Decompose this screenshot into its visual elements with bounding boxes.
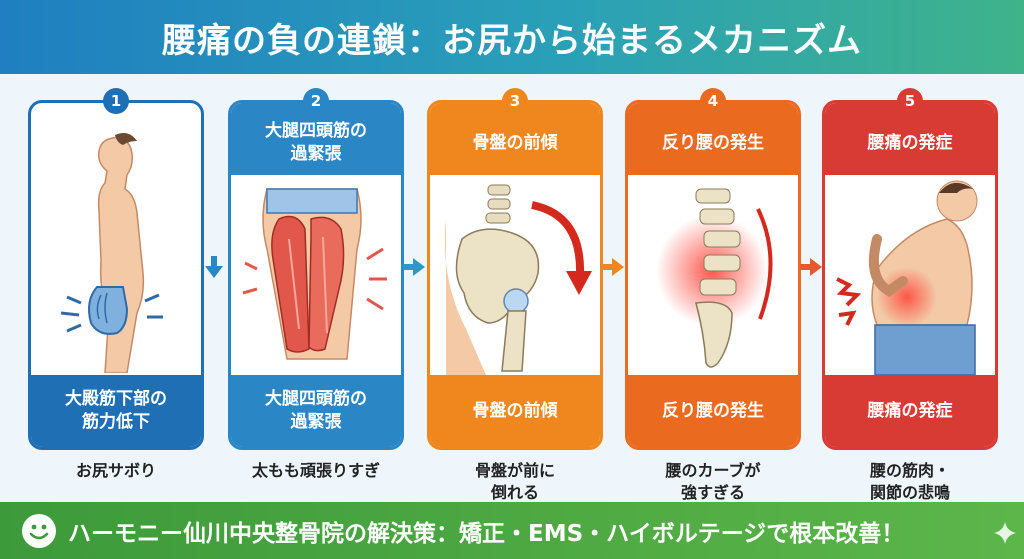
- standing-man-glute-icon: [60, 133, 163, 373]
- stage-5-bottom-label: 腰痛の発症: [825, 375, 995, 447]
- stage-3-card: 骨盤の前傾 骨盤の前傾: [427, 100, 603, 450]
- stage-4: 反り腰の発生 反り腰の発生 4: [625, 88, 801, 450]
- stage-2: 大腿四頭筋の 過緊張 大腿四頭筋の 過緊張 2: [228, 88, 404, 450]
- stage-5-number-badge: 5: [897, 88, 923, 114]
- stage-5-card: 腰痛の発症 腰痛の発症: [822, 100, 998, 450]
- smile-icon: [22, 513, 56, 548]
- stage-1-bottom-label: 大殿筋下部の 筋力低下: [31, 375, 201, 447]
- stage-2-number-badge: 2: [303, 88, 329, 114]
- stage-1: 大殿筋下部の 筋力低下 1: [28, 88, 204, 450]
- stage-3-number-badge: 3: [502, 88, 528, 114]
- arrow-right-icon: [602, 258, 624, 276]
- stage-2-caption: 太もも頑張りすぎ: [251, 461, 380, 480]
- stage-5-caption: 腰の筋肉・ 関節の悲鳴: [869, 461, 950, 502]
- page-title: 腰痛の負の連鎖：お尻から始まるメカニズム: [0, 0, 1024, 74]
- stage-1-caption: お尻サボり: [75, 461, 156, 480]
- thigh-muscle-icon: [242, 188, 387, 360]
- stage-4-card: 反り腰の発生 反り腰の発生: [625, 100, 801, 450]
- stage-2-top-label: 大腿四頭筋の 過緊張: [231, 103, 401, 175]
- stage-2-bottom-label: 大腿四頭筋の 過緊張: [231, 375, 401, 447]
- arrow-right-icon: [403, 258, 425, 276]
- back-pain-man-icon: [836, 180, 978, 375]
- stage-2-card: 大腿四頭筋の 過緊張 大腿四頭筋の 過緊張: [228, 100, 404, 450]
- arrow-down-icon: [205, 256, 223, 278]
- stage-4-top-label: 反り腰の発生: [628, 103, 798, 175]
- arrow-right-icon: [800, 258, 822, 276]
- sparkle-icon: [994, 522, 1016, 544]
- stage-5: 腰痛の発症 腰痛の発症 5: [822, 88, 998, 450]
- footer-text: ハーモニー仙川中央整骨院の解決策：矯正・EMS・ハイボルテージで根本改善！: [68, 520, 905, 547]
- footer-banner: ハーモニー仙川中央整骨院の解決策：矯正・EMS・ハイボルテージで根本改善！: [0, 502, 1024, 559]
- stage-1-card: 大殿筋下部の 筋力低下: [28, 100, 204, 450]
- stage-4-caption: 腰のカーブが 強すぎる: [665, 461, 761, 502]
- stage-3-caption: 骨盤が前に 倒れる: [474, 461, 555, 502]
- stage-3-top-label: 骨盤の前傾: [430, 103, 600, 175]
- stage-3: 骨盤の前傾 骨盤の前傾 3: [427, 88, 603, 450]
- stage-5-top-label: 腰痛の発症: [825, 103, 995, 175]
- pelvis-tilt-icon: [444, 184, 592, 375]
- stage-4-bottom-label: 反り腰の発生: [628, 375, 798, 447]
- stage-3-bottom-label: 骨盤の前傾: [430, 375, 600, 447]
- stage-4-number-badge: 4: [700, 88, 726, 114]
- stage-1-number-badge: 1: [103, 88, 129, 114]
- spine-curve-icon: [656, 188, 773, 368]
